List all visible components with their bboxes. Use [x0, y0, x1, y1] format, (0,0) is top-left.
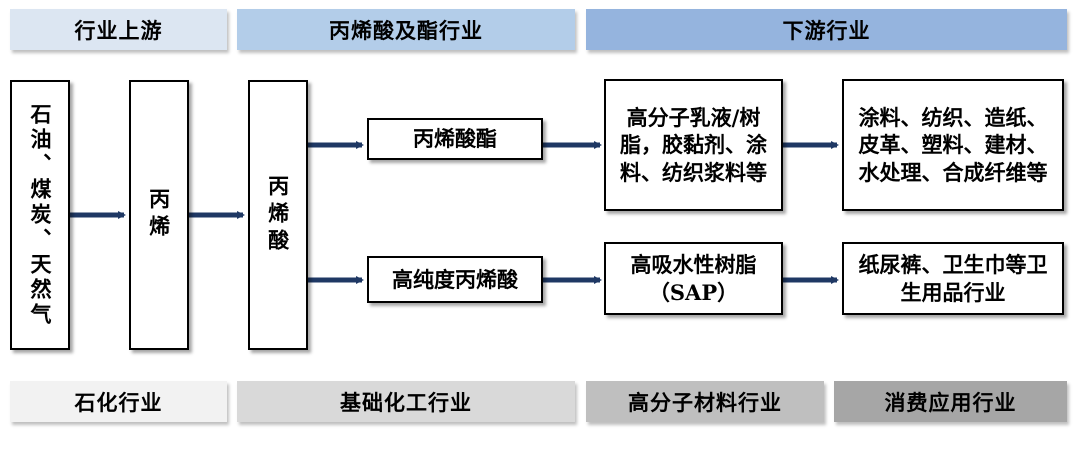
band-consumer-applications: 消费应用行业 [834, 381, 1067, 422]
node-propylene: 丙烯 [129, 80, 189, 350]
node-polymer-emulsion-label: 高分子乳液/树脂，胶黏剂、涂料、纺织浆料等 [620, 105, 767, 185]
band-petrochemical: 石化行业 [10, 381, 227, 422]
node-coatings-applications-label: 涂料、纺织、造纸、皮革、塑料、建材、水处理、合成纤维等 [858, 105, 1048, 185]
band-upstream: 行业上游 [10, 9, 227, 50]
node-hygiene-products-label: 纸尿裤、卫生巾等卫生用品行业 [858, 252, 1048, 305]
band-basic-chemical: 基础化工行业 [237, 381, 575, 422]
node-acrylate: 丙烯酸酯 [367, 118, 543, 160]
node-sap-label: 高吸水性树脂（SAP） [630, 252, 757, 305]
node-propylene-label: 丙烯 [146, 188, 172, 242]
node-raw-materials: 石油、煤炭、天然气 [10, 80, 70, 350]
band-acrylic-industry: 丙烯酸及酯行业 [237, 9, 575, 50]
node-sap: 高吸水性树脂（SAP） [604, 242, 783, 315]
band-downstream: 下游行业 [586, 9, 1067, 50]
node-acrylate-label: 丙烯酸酯 [413, 126, 497, 152]
node-polymer-emulsion: 高分子乳液/树脂，胶黏剂、涂料、纺织浆料等 [604, 79, 783, 211]
node-hp-acrylic-acid: 高纯度丙烯酸 [367, 256, 543, 303]
node-coatings-applications: 涂料、纺织、造纸、皮革、塑料、建材、水处理、合成纤维等 [842, 79, 1064, 211]
node-acrylic-acid-label: 丙烯酸 [265, 174, 291, 256]
node-raw-materials-label: 石油、煤炭、天然气 [28, 102, 53, 328]
node-hygiene-products: 纸尿裤、卫生巾等卫生用品行业 [842, 242, 1064, 315]
node-acrylic-acid: 丙烯酸 [248, 80, 308, 350]
node-hp-acrylic-acid-label: 高纯度丙烯酸 [392, 266, 518, 292]
band-polymer-materials: 高分子材料行业 [586, 381, 824, 422]
